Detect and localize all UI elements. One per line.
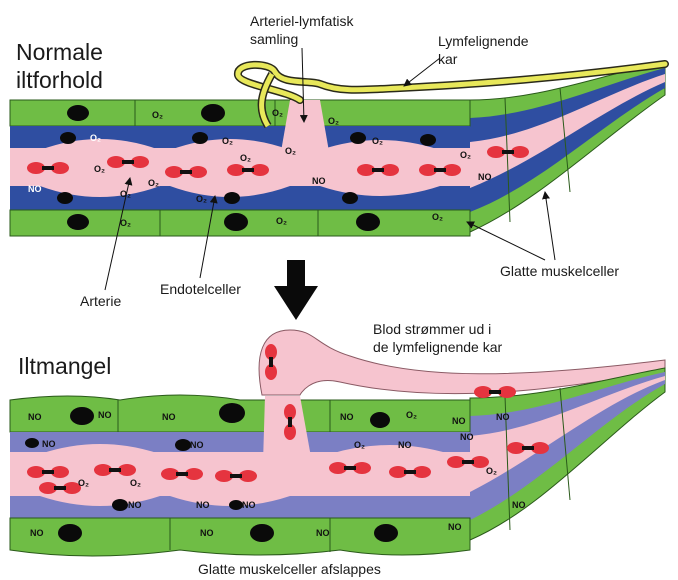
svg-text:NO: NO xyxy=(30,528,44,538)
svg-text:O₂: O₂ xyxy=(486,466,497,476)
svg-text:O₂: O₂ xyxy=(276,216,287,226)
svg-text:O₂: O₂ xyxy=(148,178,159,188)
svg-text:O₂: O₂ xyxy=(152,110,163,120)
svg-text:NO: NO xyxy=(316,528,330,538)
svg-text:NO: NO xyxy=(452,416,466,426)
svg-text:NO: NO xyxy=(28,184,42,194)
svg-text:NO: NO xyxy=(448,522,462,532)
svg-text:NO: NO xyxy=(478,172,492,182)
svg-text:NO: NO xyxy=(340,412,354,422)
svg-text:O₂: O₂ xyxy=(120,218,131,228)
svg-text:NO: NO xyxy=(190,440,204,450)
svg-text:NO: NO xyxy=(200,528,214,538)
svg-text:NO: NO xyxy=(496,412,510,422)
svg-text:NO: NO xyxy=(512,500,526,510)
svg-text:O₂: O₂ xyxy=(406,410,417,420)
svg-text:NO: NO xyxy=(242,500,256,510)
svg-text:NO: NO xyxy=(162,412,176,422)
svg-text:NO: NO xyxy=(98,410,112,420)
svg-text:NO: NO xyxy=(398,440,412,450)
svg-text:O₂: O₂ xyxy=(222,136,233,146)
blood-flow-label-line2: de lymfelignende kar xyxy=(373,339,503,355)
lymph-label-line1: Lymfelignende xyxy=(438,33,529,49)
endothelial-label: Endotelceller xyxy=(160,281,241,297)
svg-text:O₂: O₂ xyxy=(460,150,471,160)
normal-title-line2: iltforhold xyxy=(16,67,103,93)
svg-text:NO: NO xyxy=(128,500,142,510)
svg-text:NO: NO xyxy=(196,500,210,510)
svg-text:O₂: O₂ xyxy=(196,194,207,204)
transition-arrow xyxy=(274,260,318,320)
normal-title-line1: Normale xyxy=(16,39,103,65)
svg-text:O₂: O₂ xyxy=(240,153,251,163)
svg-text:O₂: O₂ xyxy=(90,133,101,143)
svg-text:O₂: O₂ xyxy=(78,478,89,488)
lymph-label-line2: kar xyxy=(438,51,458,67)
svg-text:O₂: O₂ xyxy=(354,440,365,450)
svg-text:O₂: O₂ xyxy=(372,136,383,146)
svg-text:O₂: O₂ xyxy=(94,164,105,174)
junction-label-line1: Arteriel-lymfatisk xyxy=(250,13,354,29)
svg-text:O₂: O₂ xyxy=(285,146,296,156)
relaxed-muscle-label: Glatte muskelceller afslappes xyxy=(198,561,381,577)
svg-text:O₂: O₂ xyxy=(272,108,283,118)
svg-text:NO: NO xyxy=(28,412,42,422)
svg-text:NO: NO xyxy=(42,439,56,449)
svg-text:NO: NO xyxy=(312,176,326,186)
junction-label-line2: samling xyxy=(250,31,298,47)
svg-text:O₂: O₂ xyxy=(130,478,141,488)
svg-text:NO: NO xyxy=(460,432,474,442)
svg-text:O₂: O₂ xyxy=(328,116,339,126)
artery-label: Arterie xyxy=(80,293,121,309)
svg-text:O₂: O₂ xyxy=(432,212,443,222)
hypoxia-title: Iltmangel xyxy=(18,353,111,379)
smooth-muscle-label: Glatte muskelceller xyxy=(500,263,619,279)
blood-flow-label-line1: Blod strømmer ud i xyxy=(373,321,491,337)
